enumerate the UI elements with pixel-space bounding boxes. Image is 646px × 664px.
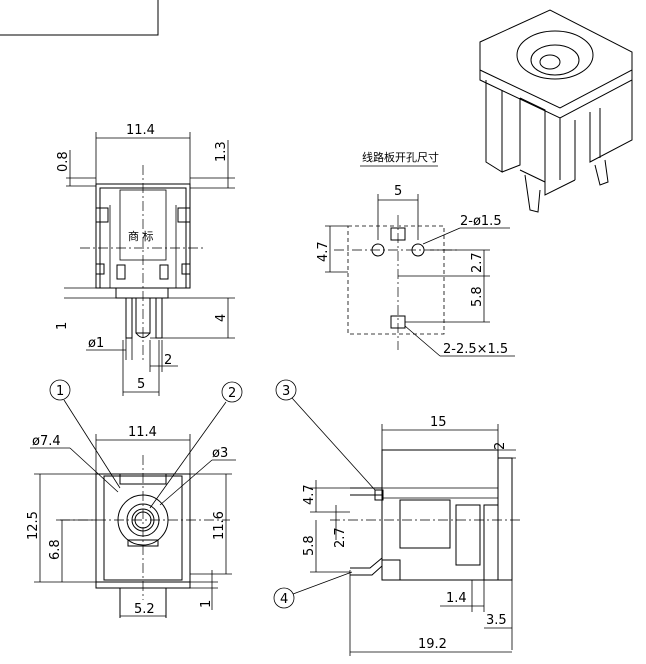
side-view: 3 4 15 2 4.7 5.8 bbox=[273, 379, 520, 656]
callout-2 bbox=[221, 381, 243, 403]
isometric-view bbox=[479, 9, 633, 213]
dim-bottom-inner-dia: ø3 bbox=[212, 446, 228, 461]
dim-front-pin-pitch: 5 bbox=[137, 377, 145, 392]
dim-side-tab: 1.4 bbox=[446, 591, 467, 606]
dim-front-base: 1 bbox=[55, 322, 70, 330]
dim-bottom-center: 6.8 bbox=[48, 539, 63, 560]
callout-4 bbox=[273, 587, 295, 609]
pcb-hole-label: 2-ø1.5 bbox=[460, 214, 502, 229]
dim-front-width: 11.4 bbox=[126, 123, 155, 138]
dim-front-pin-dia: ø1 bbox=[88, 336, 104, 351]
dim-bottom-body: 11.6 bbox=[212, 511, 227, 540]
svg-text:3: 3 bbox=[282, 384, 290, 399]
dim-front-pin-width: 2 bbox=[164, 353, 172, 368]
callout-3 bbox=[275, 379, 297, 401]
dim-front-ledge: 0.8 bbox=[56, 151, 71, 172]
dim-bottom-outer-dia: ø7.4 bbox=[32, 434, 61, 449]
dim-side-rear: 3.5 bbox=[486, 613, 507, 628]
svg-text:4: 4 bbox=[280, 592, 288, 607]
dim-side-overall: 19.2 bbox=[418, 637, 447, 652]
bottom-view: 1 2 11.4 ø7.4 ø3 12.5 bbox=[26, 379, 243, 618]
pcb-title: 线路板开孔尺寸 bbox=[362, 150, 439, 164]
dim-front-pin-length: 4 bbox=[214, 314, 229, 322]
dim-pcb-hole-pitch: 5 bbox=[394, 184, 402, 199]
pcb-cutout-view: 线路板开孔尺寸 5 4.7 2.7 5.8 2-ø1.5 bbox=[316, 150, 515, 357]
logo-mark: 商 标 bbox=[128, 229, 154, 243]
dim-side-pin-bottom: 5.8 bbox=[302, 535, 317, 556]
front-view: 11.4 1.3 0.8 商 标 1 bbox=[55, 123, 235, 396]
dim-front-top-offset: 1.3 bbox=[214, 141, 229, 162]
dim-pcb-top-depth: 4.7 bbox=[316, 241, 331, 262]
dim-side-top: 2 bbox=[493, 442, 508, 450]
svg-text:1: 1 bbox=[56, 384, 64, 399]
dim-pcb-slot-distance: 5.8 bbox=[470, 286, 485, 307]
dim-bottom-base: 1 bbox=[199, 600, 214, 608]
title-block bbox=[0, 0, 159, 36]
dim-bottom-height: 12.5 bbox=[26, 511, 41, 540]
dim-pcb-offset: 2.7 bbox=[470, 252, 485, 273]
svg-text:2: 2 bbox=[228, 386, 236, 401]
callout-1 bbox=[49, 379, 71, 401]
dim-bottom-tab: 5.2 bbox=[134, 602, 155, 617]
dim-side-length: 15 bbox=[430, 415, 447, 430]
dim-side-pin-top: 4.7 bbox=[302, 484, 317, 505]
pcb-slot-label: 2-2.5×1.5 bbox=[443, 342, 508, 357]
dim-side-center: 2.7 bbox=[333, 527, 348, 548]
dim-bottom-width: 11.4 bbox=[128, 425, 157, 440]
